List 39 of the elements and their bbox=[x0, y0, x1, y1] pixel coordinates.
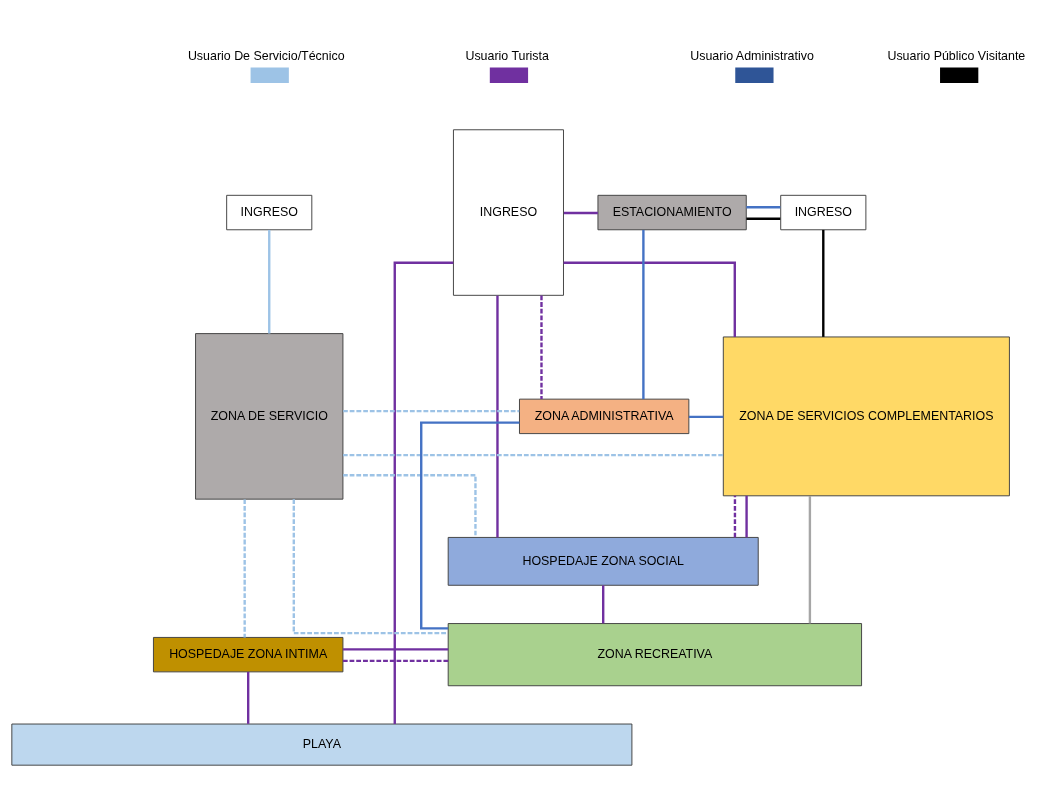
connector bbox=[733, 495, 737, 538]
connector bbox=[540, 295, 543, 399]
connector bbox=[393, 261, 454, 724]
connector bbox=[243, 499, 246, 638]
node-box: INGRESO bbox=[452, 129, 564, 296]
connector bbox=[343, 409, 520, 413]
connector bbox=[808, 496, 812, 624]
node-box: INGRESO bbox=[226, 194, 313, 231]
connector bbox=[746, 217, 781, 220]
node-box: ZONA DE SERVICIO bbox=[195, 333, 344, 500]
connector bbox=[496, 295, 499, 538]
node-box: HOSPEDAJE ZONA SOCIAL bbox=[447, 536, 759, 586]
node-box: ESTACIONAMIENTO bbox=[597, 194, 747, 231]
connector bbox=[343, 474, 477, 538]
legend-label: Usuario Turista bbox=[465, 49, 549, 64]
connector bbox=[642, 229, 645, 400]
legend-label: Usuario Público Visitante bbox=[887, 49, 1026, 64]
connector bbox=[602, 585, 605, 624]
connector bbox=[822, 229, 825, 337]
connector bbox=[247, 672, 250, 724]
connector bbox=[343, 648, 449, 651]
connector bbox=[688, 415, 724, 419]
connector bbox=[292, 499, 448, 635]
connector bbox=[343, 453, 724, 457]
connector bbox=[563, 261, 736, 337]
legend-label: Usuario De Servicio/Técnico bbox=[187, 49, 345, 64]
node-box: INGRESO bbox=[780, 194, 867, 231]
connector bbox=[343, 659, 449, 663]
legend-label: Usuario Administrativo bbox=[690, 49, 814, 64]
connector bbox=[746, 206, 781, 209]
node-box: HOSPEDAJE ZONA INTIMA bbox=[152, 636, 344, 673]
connector bbox=[420, 421, 520, 630]
connector bbox=[745, 495, 748, 538]
node-box: ZONA RECREATIVA bbox=[447, 623, 863, 687]
node-box: ZONA DE SERVICIOS COMPLEMENTARIOS bbox=[722, 336, 1010, 497]
node-box: ZONA ADMINISTRATIVA bbox=[519, 398, 690, 435]
connector bbox=[268, 229, 271, 334]
node-box: PLAYA bbox=[11, 723, 633, 766]
connector bbox=[563, 211, 598, 215]
